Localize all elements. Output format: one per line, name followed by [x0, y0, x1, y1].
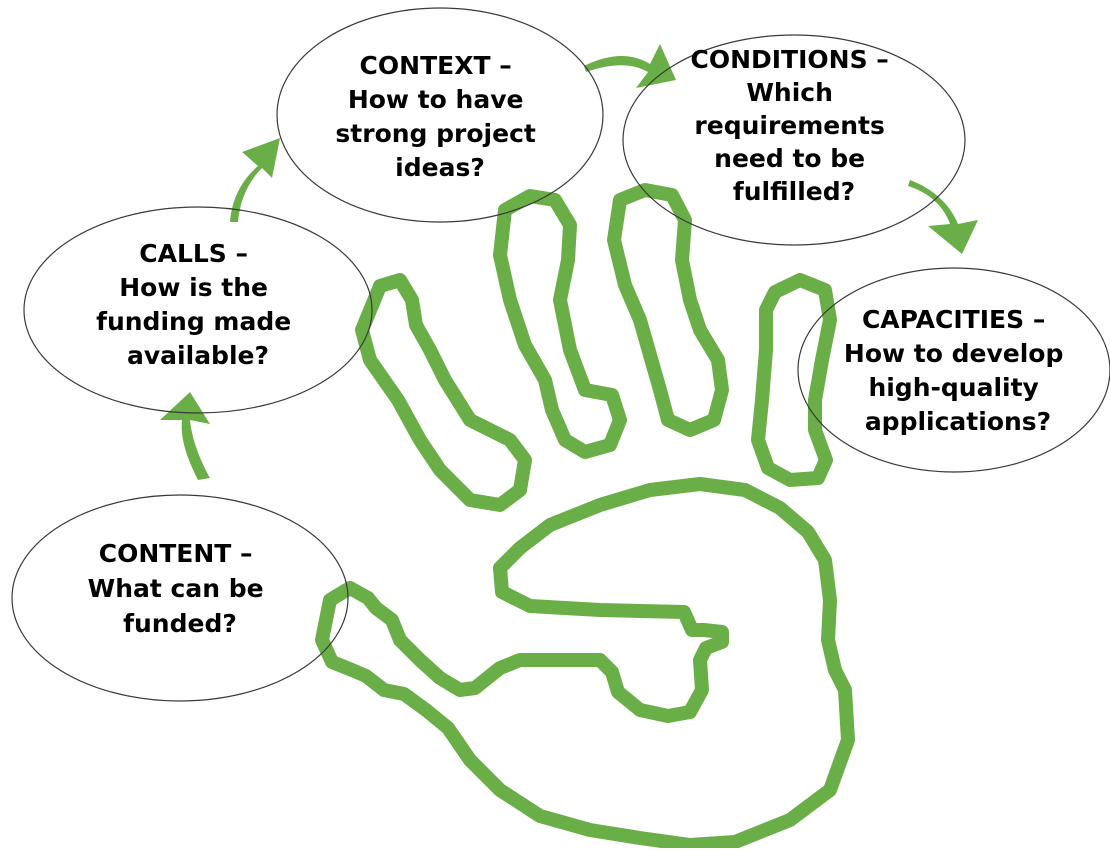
bubble-context-text: CONTEXT – How to have strong project ide…: [335, 51, 544, 182]
hand-finger-2: [493, 189, 627, 459]
arrow-down-icon: [908, 180, 978, 254]
bubble-content-text: CONTENT – What can be funded?: [88, 539, 273, 638]
bubble-content: [11, 494, 349, 702]
arrow-up-icon: [160, 392, 210, 480]
bubble-context: [276, 7, 604, 223]
bubble-conditions: [622, 34, 966, 246]
bubble-capacities-text: CAPACITIES – How to develop high-quality…: [844, 305, 1072, 436]
bubble-conditions-text: CONDITIONS – Which requirements need to …: [690, 45, 897, 206]
hand-finger-1: [355, 273, 532, 512]
hand-palm: [315, 477, 855, 852]
bubble-texts: CONTENT – What can be funded? CALLS – Ho…: [88, 45, 1072, 638]
hand-finger-4: [751, 273, 837, 487]
arrow-up-right-icon: [230, 138, 280, 222]
hand-finger-3: [607, 183, 729, 437]
bubble-capacities: [797, 267, 1110, 473]
cycle-arrows: [160, 44, 978, 480]
bubbles: [11, 7, 1110, 702]
arrow-right-icon: [584, 44, 676, 88]
bubble-calls: [23, 206, 373, 414]
hand-outline-icon: [315, 183, 855, 852]
bubble-calls-text: CALLS – How is the funding made availabl…: [96, 239, 300, 370]
